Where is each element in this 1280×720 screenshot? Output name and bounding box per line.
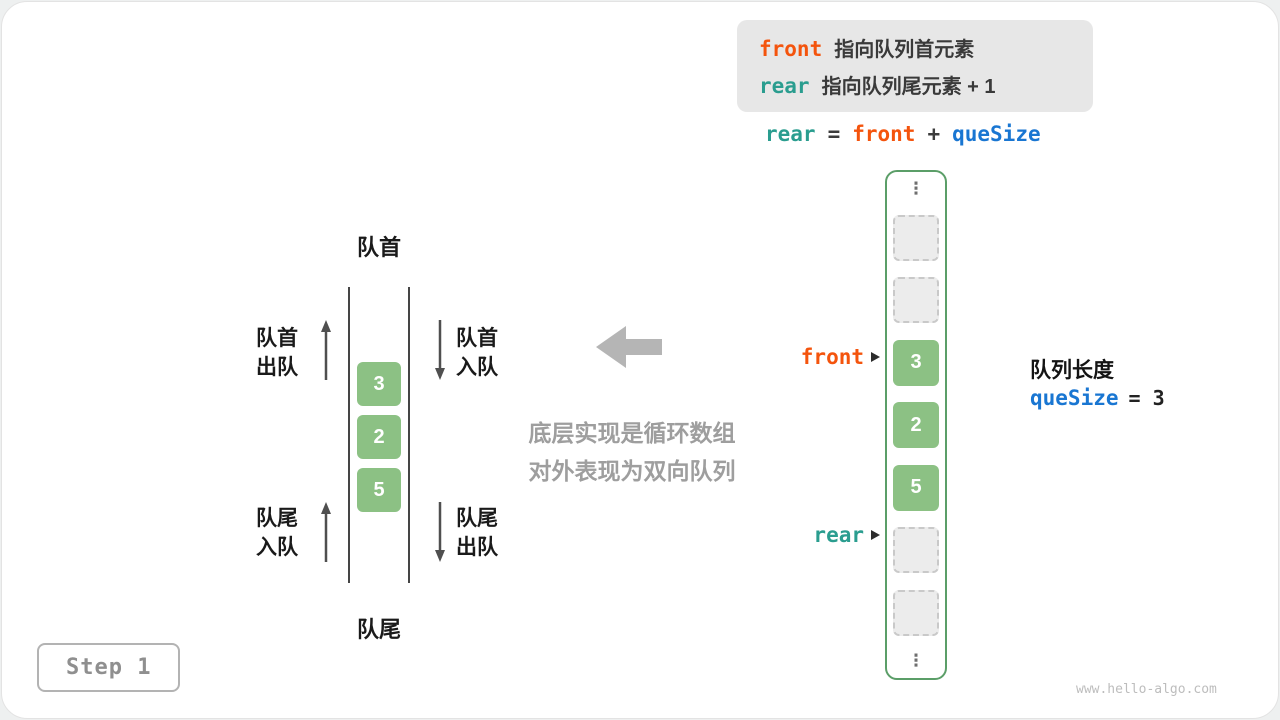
array-cell: 3 [893,339,939,386]
head-dequeue-up-arrow-icon [321,320,331,380]
queue-cell: 3 [357,362,401,406]
head-enqueue-down-arrow-icon [435,320,445,380]
tail-enqueue-line2: 入队 [256,536,298,559]
front-pointer: front [762,345,880,369]
tail-dequeue-note: 队尾 出队 [456,504,498,562]
queue-left-wall [348,287,350,583]
tail-enqueue-line1: 队尾 [256,507,298,530]
array-cell [893,214,939,261]
legend-rear-text: 指向队列尾元素 + 1 [821,76,996,98]
legend-line-rear: rear 指向队列尾元素 + 1 [759,70,1071,99]
head-dequeue-note: 队首 出队 [256,324,298,382]
rear-pointer: rear [762,523,880,547]
formula-quesize: queSize [952,122,1041,146]
queue-length-value: queSize = 3 [1030,386,1165,410]
tail-dequeue-line2: 出队 [456,536,498,559]
tail-dequeue-line1: 队尾 [456,507,498,530]
formula-rear: rear [765,122,816,146]
head-dequeue-line2: 出队 [256,356,298,379]
rear-keyword: rear [759,74,810,98]
head-enqueue-line2: 入队 [456,356,498,379]
array-cell [893,527,939,573]
front-keyword: front [759,37,823,61]
formula-front: front [852,122,916,146]
watermark: www.hello-algo.com [1076,682,1217,697]
formula: rear = front + queSize [765,122,1041,146]
rear-pointer-label: rear [813,523,864,547]
implementation-note-line2: 对外表现为双向队列 [528,458,736,484]
quesize-keyword: queSize [1030,386,1119,410]
tail-enqueue-up-arrow-icon [321,502,331,562]
queue-tail-label: 队尾 [356,617,401,642]
queue-head-label: 队首 [356,235,401,260]
tail-enqueue-note: 队尾 入队 [256,504,298,562]
queue-right-wall [408,287,410,583]
queue-length-title: 队列长度 [1030,359,1114,382]
array-cell: 2 [893,402,939,448]
queue-cell: 5 [357,468,401,512]
head-enqueue-line1: 队首 [456,327,498,350]
queue-cell: 2 [357,415,401,459]
implementation-note-line1: 底层实现是循环数组 [528,420,736,446]
tail-dequeue-down-arrow-icon [435,502,445,562]
front-pointer-label: front [800,345,864,369]
head-dequeue-line1: 队首 [256,327,298,350]
step-badge: Step 1 [37,643,181,692]
front-pointer-arrow-icon [871,352,880,362]
formula-equals: = [827,122,841,146]
ellipsis-top-icon: ⋮ [907,179,925,198]
array-cell [893,277,939,323]
circular-array: ⋮ 3 2 5 ⋮ [885,170,947,680]
ellipsis-bottom-icon: ⋮ [907,651,925,670]
array-cell [893,589,939,636]
legend-box: front 指向队列首元素 rear 指向队列尾元素 + 1 [737,20,1093,112]
legend-front-text: 指向队列首元素 [834,39,975,61]
array-cell: 5 [893,464,939,511]
implementation-note: 底层实现是循环数组 对外表现为双向队列 [480,414,784,490]
head-enqueue-note: 队首 入队 [456,324,498,382]
big-left-arrow-icon [596,326,662,368]
formula-plus: + [927,122,941,146]
legend-line-front: front 指向队列首元素 [759,33,1071,62]
rear-pointer-arrow-icon [871,530,880,540]
quesize-value: = 3 [1128,386,1165,410]
